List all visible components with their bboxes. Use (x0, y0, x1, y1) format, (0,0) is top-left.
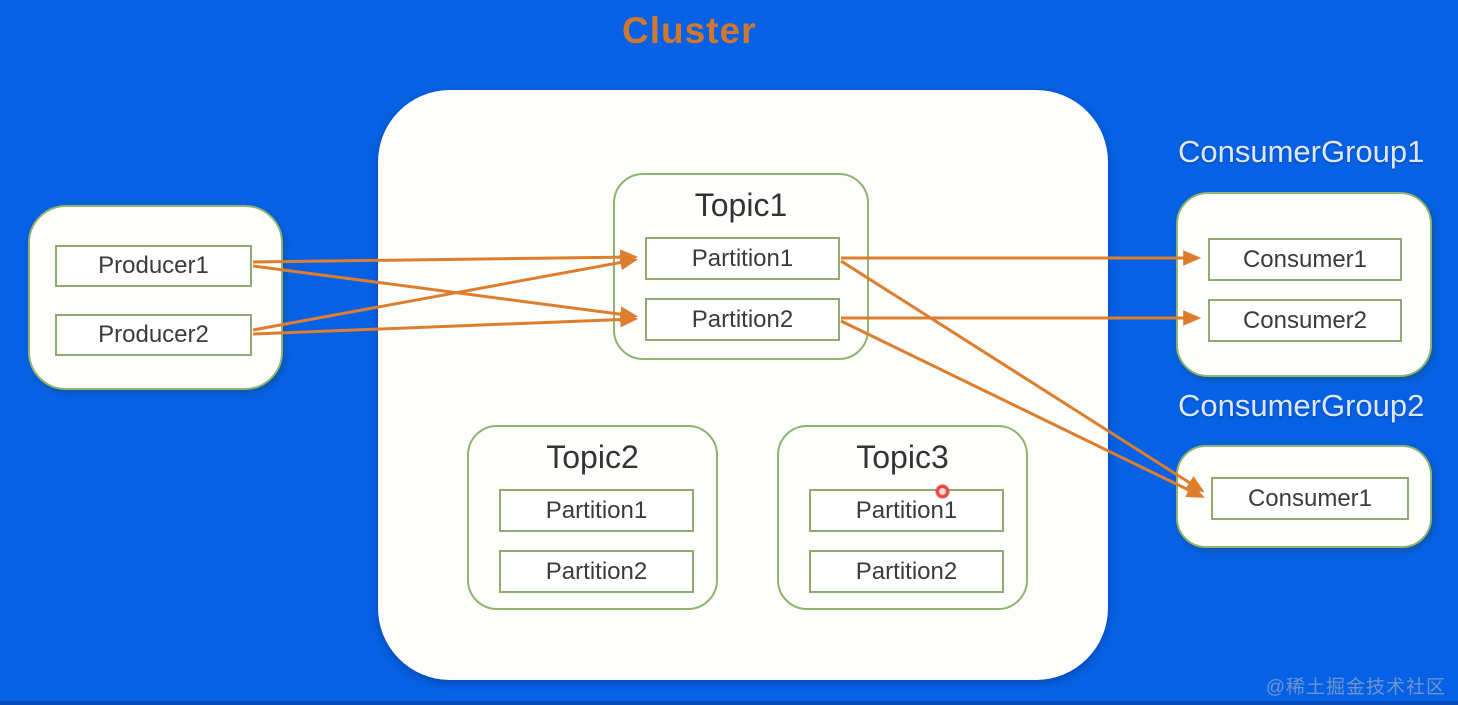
topic2-title: Topic2 (546, 439, 639, 475)
consumer-group2-consumer1-box: Consumer1 (1211, 477, 1409, 520)
topic2-partition2-box: Partition2 (499, 550, 694, 593)
topic3-partition1-box: Partition1 (809, 489, 1004, 532)
consumer-group1-consumer1-box: Consumer1 (1208, 238, 1402, 281)
watermark: @稀土掘金技术社区 (1265, 677, 1446, 698)
laser-pointer-dot (935, 484, 950, 499)
topic3-title: Topic3 (856, 439, 949, 475)
consumer-group1-label: ConsumerGroup1 (1178, 134, 1425, 169)
topic1-partition2-box: Partition2 (645, 298, 840, 341)
producer-group-box: Producer1 Producer2 (28, 205, 283, 390)
consumer-group1-consumer2-box: Consumer2 (1208, 299, 1402, 342)
bottom-edge-bar (0, 701, 1458, 705)
cluster-box: Topic1 Partition1 Partition2 Topic2 Part… (378, 90, 1108, 680)
producer1-box: Producer1 (55, 245, 252, 287)
topic3-box: Topic3 Partition1 Partition2 (777, 425, 1028, 610)
topic1-partition1-box: Partition1 (645, 237, 840, 280)
consumer-group1-box: Consumer1 Consumer2 (1176, 192, 1432, 377)
topic1-title: Topic1 (694, 187, 788, 223)
topic3-partition2-box: Partition2 (809, 550, 1004, 593)
consumer-group2-label: ConsumerGroup2 (1178, 388, 1425, 423)
consumer-group2-box: Consumer1 (1176, 445, 1432, 548)
topic2-partition1-box: Partition1 (499, 489, 694, 532)
producer2-box: Producer2 (55, 314, 252, 356)
topic2-box: Topic2 Partition1 Partition2 (467, 425, 718, 610)
cluster-title: Cluster (622, 10, 757, 51)
topic1-box: Topic1 Partition1 Partition2 (613, 173, 869, 360)
